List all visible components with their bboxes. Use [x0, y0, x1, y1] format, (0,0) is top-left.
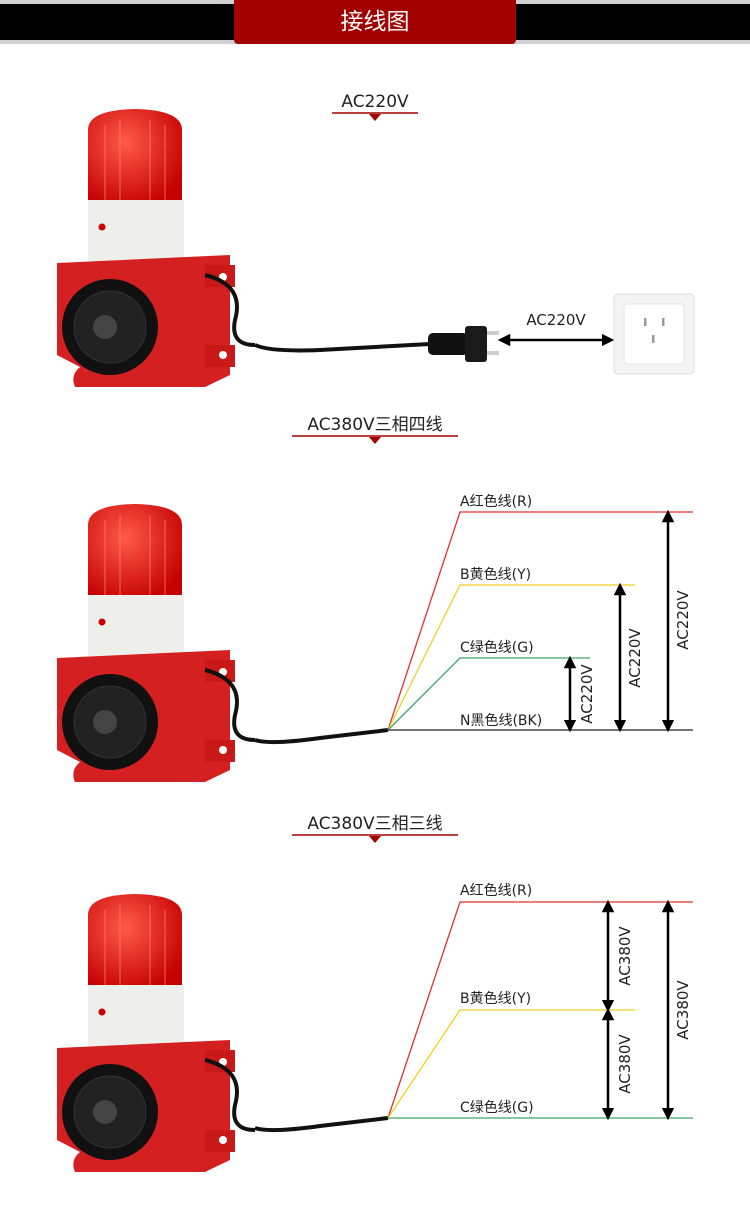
- siren-device-1: [57, 109, 255, 387]
- section-1-pointer-icon: [369, 114, 381, 121]
- section-1-title: AC220V: [341, 92, 409, 112]
- voltage-label-bn: AC220V: [626, 628, 644, 688]
- page-title: 接线图: [234, 0, 516, 44]
- siren-device-3: [57, 894, 255, 1172]
- siren-device-2: [57, 504, 255, 782]
- section-3-pointer-icon: [369, 836, 381, 843]
- voltage-label-an: AC220V: [674, 590, 692, 650]
- voltage-label-cn: AC220V: [578, 664, 596, 724]
- power-cable-3: [254, 1116, 389, 1133]
- voltage-label-ab: AC380V: [616, 926, 634, 986]
- wire-label-b: B黄色线(Y): [460, 990, 531, 1007]
- supply-label: AC220V: [526, 311, 586, 329]
- wire-yellow: [387, 584, 635, 731]
- wire-red: [387, 511, 693, 731]
- voltage-label-bc: AC380V: [616, 1034, 634, 1094]
- wall-socket-icon: [613, 293, 695, 375]
- wire-green: [387, 657, 590, 731]
- wire-label-b: B黄色线(Y): [460, 566, 531, 583]
- wire-label-a: A红色线(R): [460, 882, 532, 899]
- wire-label-a: A红色线(R): [460, 493, 532, 510]
- section-2-title: AC380V三相四线: [307, 415, 442, 435]
- power-cable-2: [254, 728, 389, 745]
- wire-label-n: N黑色线(BK): [460, 712, 542, 729]
- wire-red: [387, 901, 693, 1119]
- wire-yellow: [387, 1009, 635, 1119]
- voltage-label-ac: AC380V: [674, 980, 692, 1040]
- plug-icon: [428, 326, 499, 362]
- section-3-title: AC380V三相三线: [307, 814, 442, 834]
- header-banner: 接线图: [0, 0, 750, 44]
- wire-label-c: C绿色线(G): [460, 1099, 534, 1116]
- wire-label-c: C绿色线(G): [460, 639, 534, 656]
- power-cable-1: [254, 342, 431, 353]
- section-2-pointer-icon: [369, 437, 381, 444]
